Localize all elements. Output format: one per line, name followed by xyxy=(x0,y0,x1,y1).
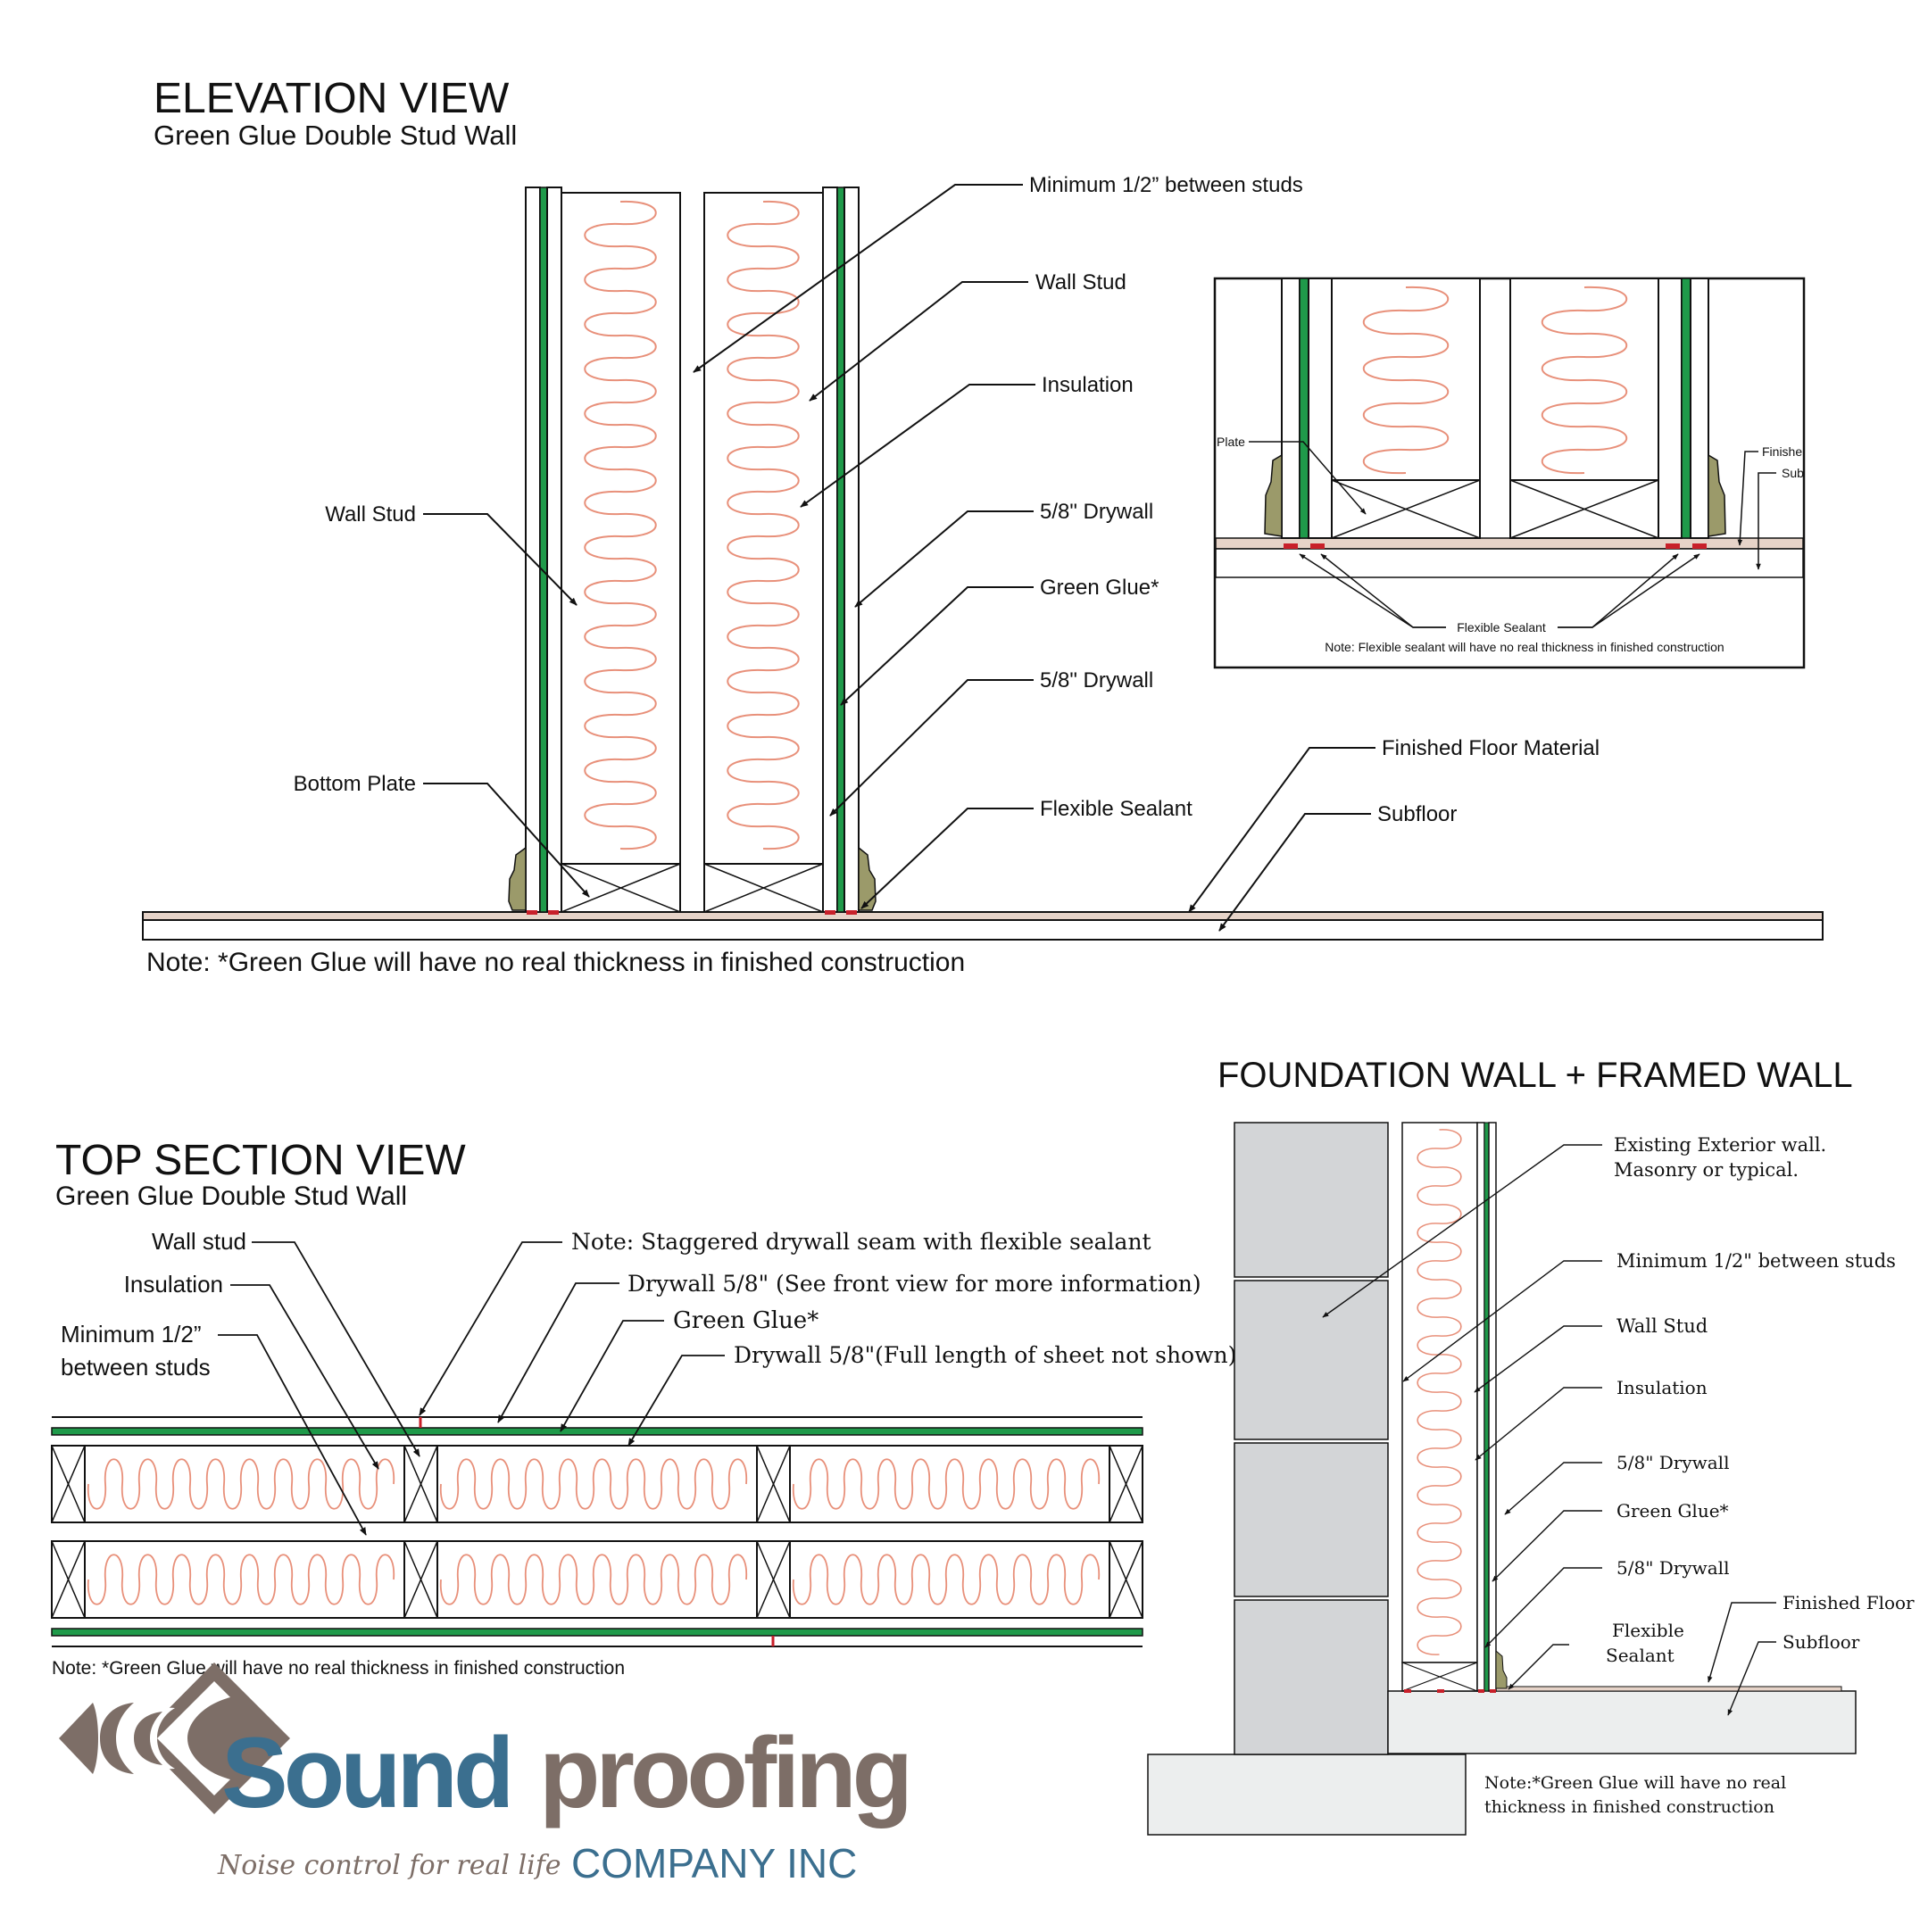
stud-blocks xyxy=(51,1445,1143,1619)
top-label-drywall-front: Drywall 5/8" (See front view for more in… xyxy=(627,1271,1201,1297)
label-wall-stud-left: Wall Stud xyxy=(325,502,416,527)
top-section-note: Note: *Green Glue will have no real thic… xyxy=(52,1658,625,1679)
detail-insulation-left xyxy=(1363,286,1449,475)
baseboard-left xyxy=(508,846,527,911)
masonry-block-1 xyxy=(1234,1122,1389,1278)
top-label-green-glue: Green Glue* xyxy=(673,1307,819,1334)
stud-row-2 xyxy=(51,1540,1143,1619)
label-drywall-1: 5/8" Drywall xyxy=(1040,500,1153,524)
stud-row-1 xyxy=(51,1445,1143,1523)
foundation-view: FOUNDATION WALL + FRAMED WALL xyxy=(1147,1056,1915,1836)
detail-label-finished: Finishe xyxy=(1762,444,1802,459)
elevation-note: Note: *Green Glue will have no real thic… xyxy=(146,948,965,977)
fnd-label-min-between: Minimum 1/2" between studs xyxy=(1616,1250,1896,1272)
top-label-min-2: between studs xyxy=(61,1354,211,1381)
elevation-leaders xyxy=(423,184,1375,932)
top-label-wall-stud: Wall stud xyxy=(152,1228,246,1255)
foundation-note-1: Note:*Green Glue will have no real xyxy=(1484,1773,1786,1793)
foundation-insulation xyxy=(1417,1129,1462,1655)
foundation-baseboard xyxy=(1495,1649,1508,1689)
stud-cavity-left xyxy=(561,192,681,865)
top-label-note-seam: Note: Staggered drywall seam with flexib… xyxy=(571,1229,1151,1255)
fnd-label-flex-1: Flexible xyxy=(1612,1620,1684,1641)
detail-subfloor xyxy=(1215,548,1804,578)
top-section-subtitle: Green Glue Double Stud Wall xyxy=(55,1182,407,1211)
label-finished-floor: Finished Floor Material xyxy=(1382,736,1600,760)
baseboard-right xyxy=(858,846,877,911)
fnd-label-existing-1: Existing Exterior wall. xyxy=(1614,1134,1826,1156)
masonry-block-3 xyxy=(1234,1442,1389,1597)
sealant-left-1 xyxy=(527,910,537,915)
top-label-insulation: Insulation xyxy=(124,1271,223,1298)
insulation-left xyxy=(584,200,657,850)
fnd-label-flex-2: Sealant xyxy=(1606,1645,1675,1666)
insulation-row-1 xyxy=(87,1458,1100,1510)
masonry-block-4 xyxy=(1234,1599,1389,1755)
top-green-glue-lower xyxy=(51,1628,1143,1637)
drywall-outer-left xyxy=(525,187,541,913)
fnd-label-wall-stud: Wall Stud xyxy=(1616,1315,1708,1337)
logo-tagline: Noise control for real life xyxy=(217,1850,561,1881)
elevation-title: ELEVATION VIEW xyxy=(154,75,510,122)
fnd-label-drywall-1: 5/8" Drywall xyxy=(1616,1452,1729,1473)
top-green-glue-upper xyxy=(51,1427,1143,1436)
stud-cavity-right xyxy=(703,192,824,865)
label-drywall-2: 5/8" Drywall xyxy=(1040,668,1153,692)
foundation-title: FOUNDATION WALL + FRAMED WALL xyxy=(1217,1056,1853,1095)
detail-baseboard-left xyxy=(1264,453,1283,537)
company-logo: Sound proofing Noise control for real li… xyxy=(59,1663,913,1886)
detail-finished-floor xyxy=(1215,537,1804,550)
elevation-view: ELEVATION VIEW Green Glue Double Stud Wa… xyxy=(142,75,1824,977)
logo-company: COMPANY INC xyxy=(571,1840,857,1886)
top-label-min-1: Minimum 1/2” xyxy=(61,1321,201,1347)
detail-green-glue-left xyxy=(1299,278,1309,539)
label-insulation: Insulation xyxy=(1042,373,1134,397)
label-bottom-plate: Bottom Plate xyxy=(294,772,416,796)
green-glue-left xyxy=(539,187,548,913)
footing xyxy=(1147,1754,1467,1836)
logo-sound: Sound xyxy=(221,1717,510,1828)
logo-mark xyxy=(59,1663,290,1814)
detail-label-subfloor: Sub xyxy=(1782,466,1804,480)
fnd-label-subfloor: Subfloor xyxy=(1783,1631,1860,1653)
drywall-inner-left xyxy=(546,187,562,913)
right-wall xyxy=(703,187,877,915)
elevation-subtitle: Green Glue Double Stud Wall xyxy=(154,120,517,151)
foundation-note-2: thickness in finished construction xyxy=(1484,1797,1774,1817)
detail-label-flexible-sealant: Flexible Sealant xyxy=(1457,620,1546,634)
sealant-left-2 xyxy=(548,910,559,915)
drywall-outer-right xyxy=(844,187,860,913)
label-min-between: Minimum 1/2” between studs xyxy=(1029,173,1303,197)
detail-baseboard-right xyxy=(1708,453,1726,537)
masonry-block-2 xyxy=(1234,1280,1389,1440)
fnd-label-finished-floor: Finished Floor xyxy=(1783,1592,1915,1613)
top-section-view: TOP SECTION VIEW Green Glue Double Stud … xyxy=(51,1137,1236,1679)
detail-green-glue-right xyxy=(1681,278,1691,539)
detail-note: Note: Flexible sealant will have no real… xyxy=(1325,640,1724,654)
fnd-label-insulation: Insulation xyxy=(1616,1377,1708,1398)
detail-label-plate: Plate xyxy=(1217,435,1245,449)
detail-inset: Plate Finishe Sub Flexible Sealant Note:… xyxy=(1213,277,1806,669)
top-section-title: TOP SECTION VIEW xyxy=(55,1137,466,1184)
label-wall-stud-right: Wall Stud xyxy=(1035,270,1126,294)
left-wall xyxy=(508,187,681,915)
detail-insulation-right xyxy=(1542,286,1627,475)
label-subfloor: Subfloor xyxy=(1377,802,1457,826)
sealant-right-2 xyxy=(846,910,857,915)
insulation-row-2 xyxy=(87,1554,1100,1605)
top-label-drywall-full: Drywall 5/8"(Full length of sheet not sh… xyxy=(734,1342,1236,1368)
fnd-label-existing-2: Masonry or typical. xyxy=(1614,1159,1799,1181)
finished-floor-strip xyxy=(142,911,1824,921)
label-green-glue: Green Glue* xyxy=(1040,576,1159,600)
label-flexible-sealant: Flexible Sealant xyxy=(1040,797,1193,821)
logo-proofing: proofing xyxy=(539,1717,909,1828)
foundation-subfloor xyxy=(1387,1690,1857,1754)
subfloor-strip xyxy=(142,919,1824,941)
sealant-right-1 xyxy=(825,910,835,915)
fnd-label-green-glue: Green Glue* xyxy=(1616,1500,1729,1522)
fnd-label-drywall-2: 5/8" Drywall xyxy=(1616,1557,1729,1579)
drywall-inner-right xyxy=(822,187,838,913)
